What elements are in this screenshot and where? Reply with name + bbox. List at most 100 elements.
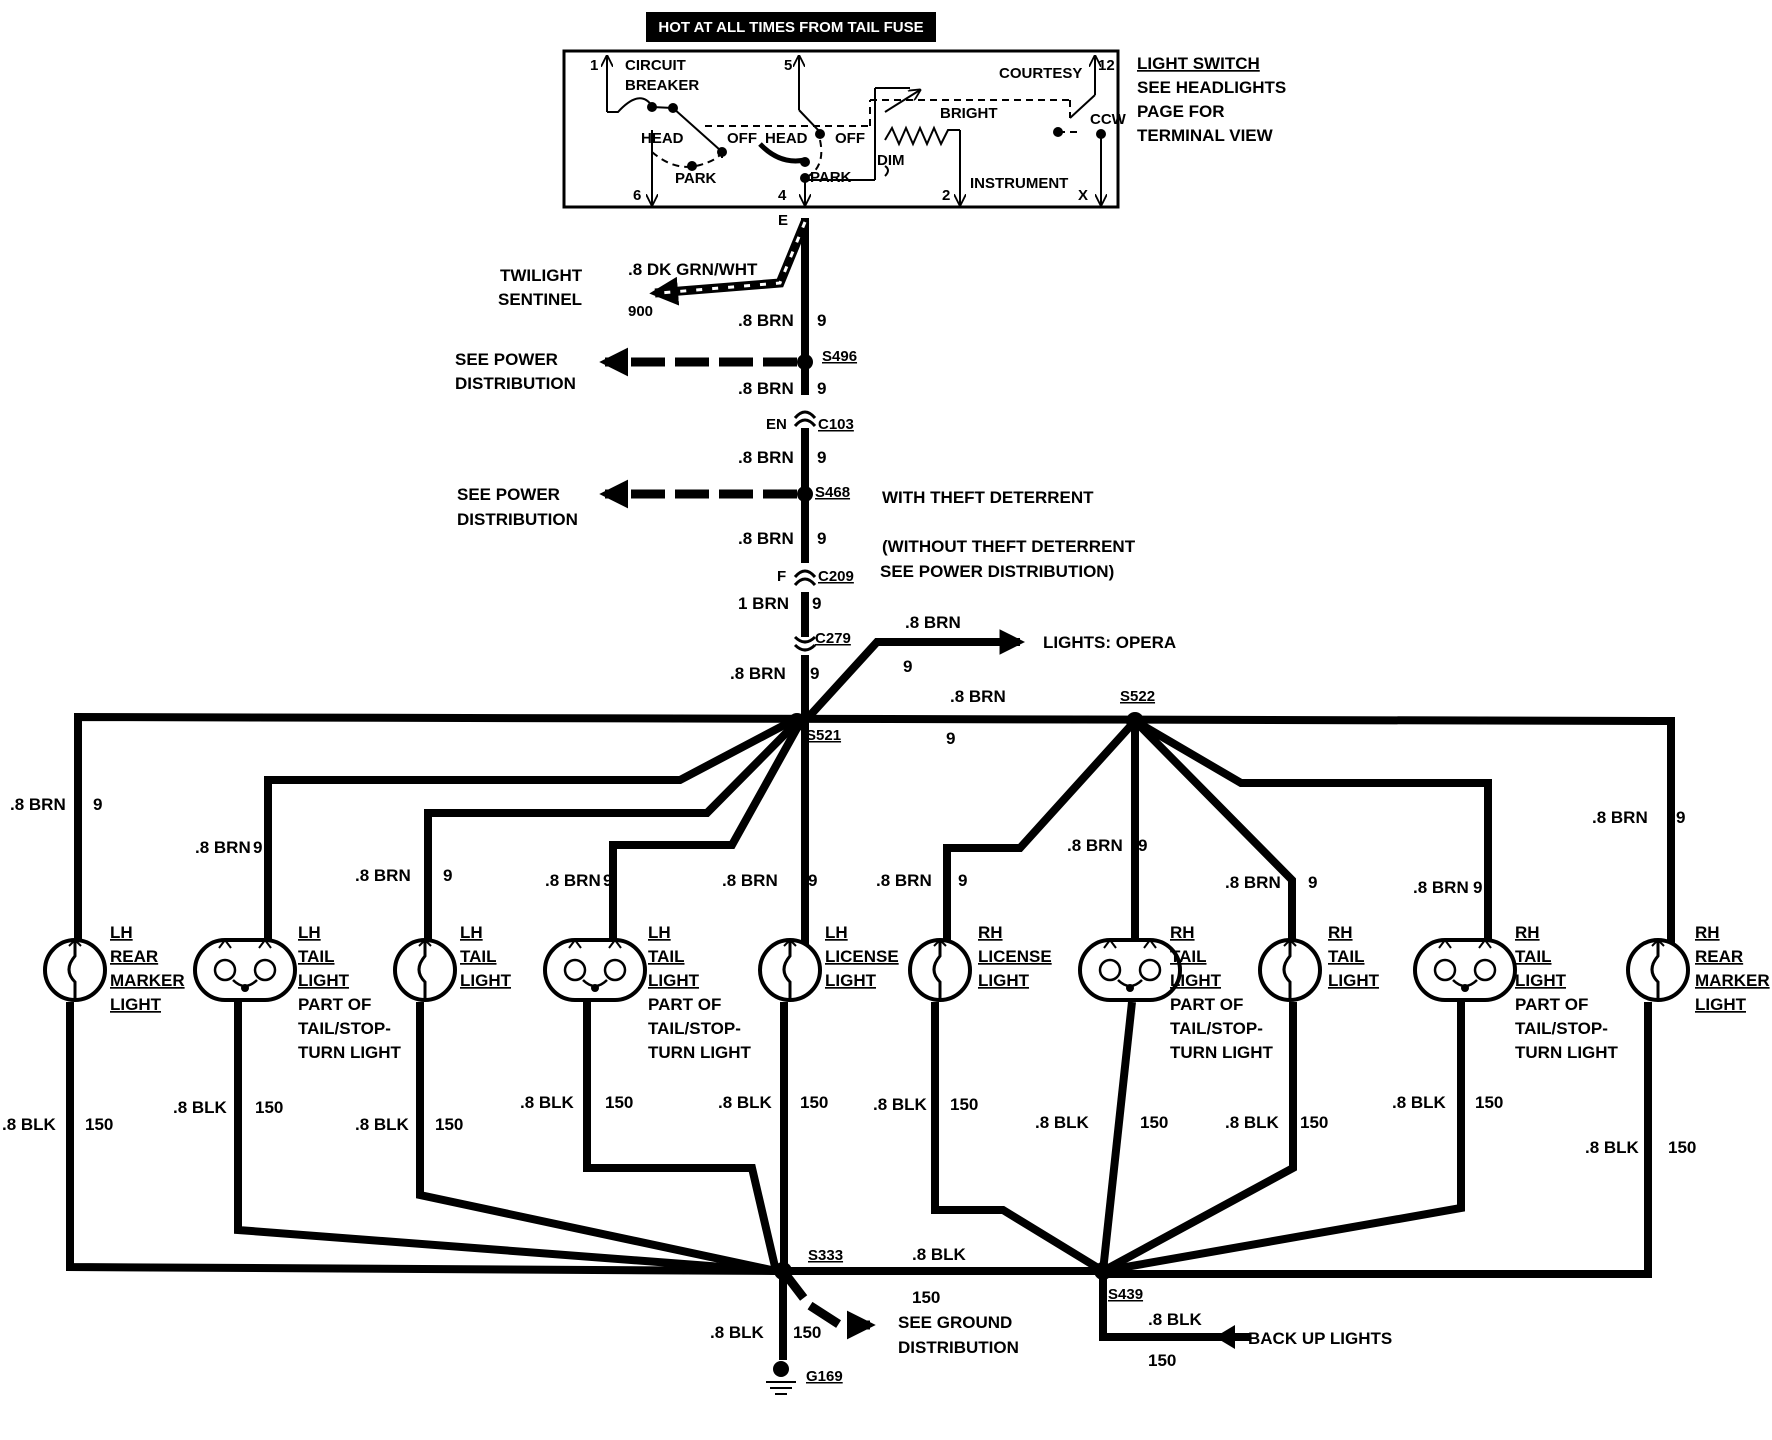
lamp-6-label-1: RH: [978, 923, 1003, 942]
without-theft-2: SEE POWER DISTRIBUTION): [880, 562, 1114, 581]
pd1-label-2: DISTRIBUTION: [455, 374, 576, 393]
lamp-2-ground-wire: .8 BLK: [173, 1098, 228, 1117]
splice-s496: [797, 354, 813, 370]
switch-breaker-label: BREAKER: [625, 77, 699, 94]
light-switch-note-1: SEE HEADLIGHTS: [1137, 78, 1286, 97]
lamp-4-feed-circuit: 9: [603, 871, 612, 890]
lamp-2-feed-wire: .8 BRN: [195, 838, 251, 857]
lamp-10: [1626, 938, 1690, 1002]
lamp-4-ground-circuit: 150: [605, 1093, 633, 1112]
seg1-wire: .8 BRN: [738, 311, 794, 330]
seg5-circuit: 9: [812, 594, 821, 613]
lamp-4-label-1: LH: [648, 923, 671, 942]
lamp-2-label-2: TAIL: [298, 947, 335, 966]
lamp-6-ground-wire: .8 BLK: [873, 1095, 928, 1114]
switch-circuit-label: CIRCUIT: [625, 57, 686, 74]
seg6-circuit: 9: [810, 664, 819, 683]
switch-head2-label: HEAD: [765, 130, 808, 147]
lamp-9-label-3: LIGHT: [1515, 971, 1567, 990]
lamp-1-label-2: REAR: [110, 947, 158, 966]
seg4-wire: .8 BRN: [738, 529, 794, 548]
backup-wire: .8 BLK: [1148, 1310, 1203, 1329]
lamp-3-label-2: TAIL: [460, 947, 497, 966]
lamp-4-label-3: LIGHT: [648, 971, 700, 990]
c209-label: C209: [818, 568, 854, 585]
without-theft-1: (WITHOUT THEFT DETERRENT: [882, 537, 1136, 556]
lamp-2-feed-circuit: 9: [253, 838, 262, 857]
lamp-5: [758, 938, 822, 1002]
lamp-2-label-3: LIGHT: [298, 971, 350, 990]
lamp-7-feed-circuit: 9: [1138, 836, 1147, 855]
header-banner: HOT AT ALL TIMES FROM TAIL FUSE: [646, 12, 936, 42]
pd2-label-1: SEE POWER: [457, 485, 560, 504]
g169-wire: .8 BLK: [710, 1323, 765, 1342]
lamp-10-label-3: MARKER: [1695, 971, 1770, 990]
backup-label: BACK UP LIGHTS: [1248, 1329, 1392, 1348]
lamp-9-feed-circuit: 9: [1473, 878, 1482, 897]
lamp-7-note-1: PART OF: [1170, 995, 1243, 1014]
opera-label: LIGHTS: OPERA: [1043, 633, 1176, 652]
lamp-1-label-4: LIGHT: [110, 995, 162, 1014]
lamp-4-ground-wire: .8 BLK: [520, 1093, 575, 1112]
gbus-wire: .8 BLK: [912, 1245, 967, 1264]
seg1-circuit: 9: [817, 311, 826, 330]
lamp-1-ground-circuit: 150: [85, 1115, 113, 1134]
lamp-5-feed-wire: .8 BRN: [722, 871, 778, 890]
lamp-2-label-1: LH: [298, 923, 321, 942]
theft-label: WITH THEFT DETERRENT: [882, 488, 1094, 507]
s468-label: S468: [815, 484, 850, 501]
lamp-5-label-1: LH: [825, 923, 848, 942]
switch-terminal-2: 2: [942, 187, 950, 204]
lamp-8-feed-wire: .8 BRN: [1225, 873, 1281, 892]
lamp-2-note-1: PART OF: [298, 995, 371, 1014]
c103-pin: EN: [766, 416, 787, 433]
g169-label: G169: [806, 1368, 843, 1385]
lamp-1-label-3: MARKER: [110, 971, 185, 990]
lamp-10-ground-circuit: 150: [1668, 1138, 1696, 1157]
switch-off2-label: OFF: [835, 130, 865, 147]
lamp-5-ground-circuit: 150: [800, 1093, 828, 1112]
feed-trunk: [599, 218, 1026, 724]
lamp-6: [908, 938, 972, 1002]
opera-circuit: 9: [903, 657, 912, 676]
lamp-10-feed-circuit: 9: [1676, 808, 1685, 827]
twilight-circuit: 900: [628, 303, 653, 320]
switch-terminal-x: X: [1078, 187, 1088, 204]
lamp-7-note-2: TAIL/STOP-: [1170, 1019, 1263, 1038]
twilight-wire-label: .8 DK GRN/WHT: [628, 260, 758, 279]
lamp-1-ground-wire: .8 BLK: [2, 1115, 57, 1134]
lamp-3: [393, 938, 457, 1002]
light-switch-note-3: TERMINAL VIEW: [1137, 126, 1274, 145]
switch-ccw-label: CCW: [1090, 111, 1127, 128]
dual-bulb-icon: [543, 938, 647, 1002]
splice-s522: [1126, 712, 1144, 730]
lamp-9-feed-wire: .8 BRN: [1413, 878, 1469, 897]
lamp-8-label-2: TAIL: [1328, 947, 1365, 966]
lamp-6-feed-wire: .8 BRN: [876, 871, 932, 890]
lamp-10-ground-wire: .8 BLK: [1585, 1138, 1640, 1157]
lamp-10-feed-wire: .8 BRN: [1592, 808, 1648, 827]
lamp-7-ground-wire: .8 BLK: [1035, 1113, 1090, 1132]
light-switch-title: LIGHT SWITCH: [1137, 54, 1260, 73]
seg6-wire: .8 BRN: [730, 664, 786, 683]
switch-dim-label: DIM: [877, 152, 905, 169]
lamp-8-ground-circuit: 150: [1300, 1113, 1328, 1132]
lamp-2-note-3: TURN LIGHT: [298, 1043, 402, 1062]
lamp-7-ground-circuit: 150: [1140, 1113, 1168, 1132]
lamp-4: [543, 938, 647, 1002]
pd2-label-2: DISTRIBUTION: [457, 510, 578, 529]
switch-courtesy-label: COURTESY: [999, 65, 1082, 82]
gbus-circuit: 150: [912, 1288, 940, 1307]
lamp-1-label-1: LH: [110, 923, 133, 942]
dual-bulb-icon: [193, 938, 297, 1002]
backup-circuit: 150: [1148, 1351, 1176, 1370]
header-banner-text: HOT AT ALL TIMES FROM TAIL FUSE: [658, 19, 923, 36]
lamp-9: [1413, 938, 1517, 1002]
lamp-8-label-1: RH: [1328, 923, 1353, 942]
switch-terminal-5: 5: [784, 57, 792, 74]
lamp-9-ground-circuit: 150: [1475, 1093, 1503, 1112]
pd1-label-1: SEE POWER: [455, 350, 558, 369]
lamp-6-ground-circuit: 150: [950, 1095, 978, 1114]
seg3-circuit: 9: [817, 448, 826, 467]
